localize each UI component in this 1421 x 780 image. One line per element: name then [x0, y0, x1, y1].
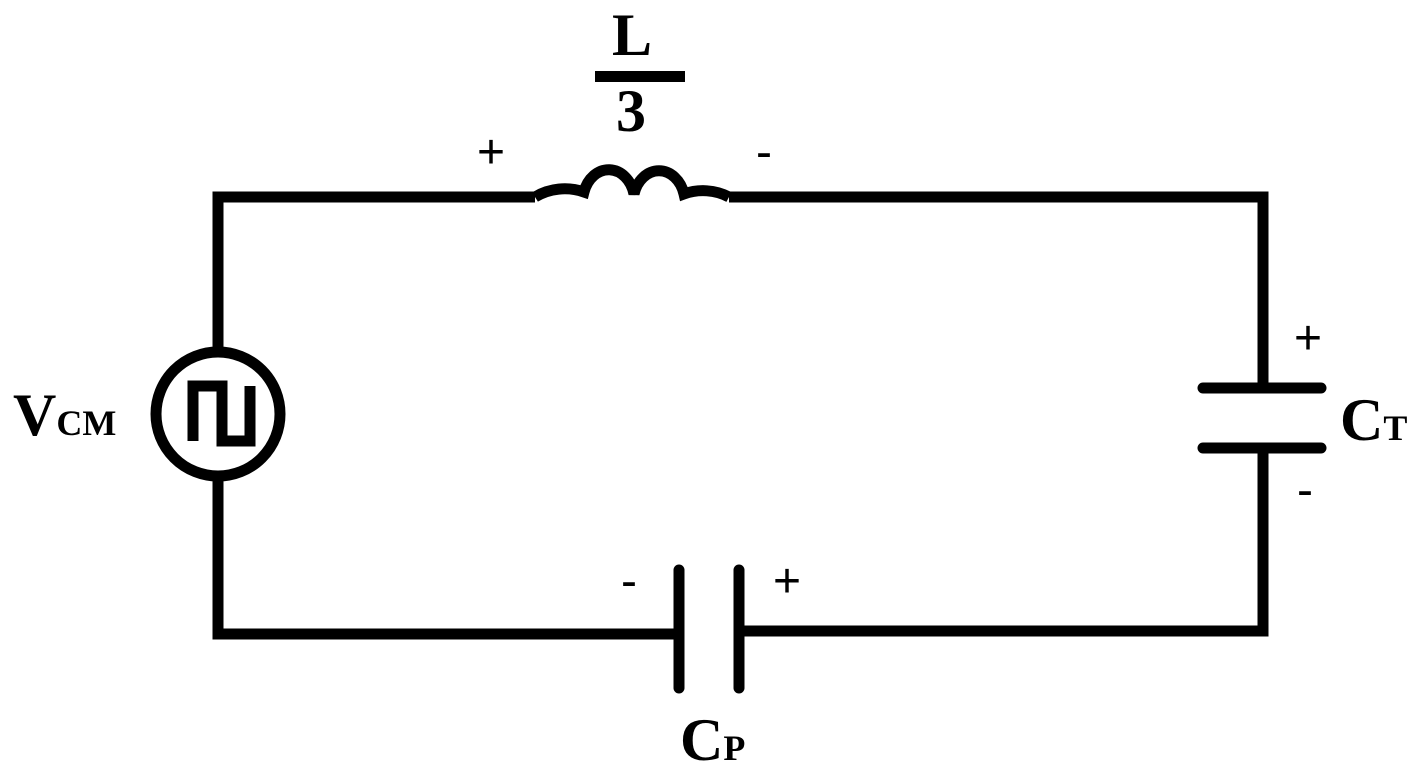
source-circle	[150, 346, 286, 482]
capacitor-ct: + - CT	[1197, 312, 1407, 517]
capacitor-cp: - + CP	[621, 555, 801, 773]
capacitor-cp-label: CP	[680, 707, 745, 773]
inductor-numerator: L	[612, 2, 652, 68]
inductor: L 3 + -	[477, 2, 772, 202]
capacitor-cp-plus-sign: +	[773, 555, 801, 608]
square-wave-icon	[187, 380, 256, 447]
wire-top-left	[212, 191, 535, 352]
wire-bottom-left	[212, 478, 679, 640]
capacitor-cp-minus-sign: -	[621, 555, 637, 608]
capacitor-cp-label-sub: P	[723, 728, 745, 768]
inductor-denominator: 3	[616, 78, 646, 144]
capacitor-ct-label-main: C	[1340, 387, 1383, 453]
capacitor-ct-label: CT	[1340, 387, 1407, 453]
capacitor-ct-minus-sign: -	[1297, 464, 1313, 517]
source-label-sub: CM	[56, 403, 116, 443]
wires	[212, 191, 1269, 640]
capacitor-cp-label-main: C	[680, 707, 723, 773]
inductor-minus-sign: -	[756, 126, 772, 179]
capacitor-ct-label-sub: T	[1383, 408, 1407, 448]
inductor-plus-sign: +	[477, 126, 505, 179]
wire-top-right	[729, 191, 1269, 388]
inductor-coil	[532, 164, 732, 202]
source-label-main: V	[13, 382, 56, 448]
capacitor-ct-plus-sign: +	[1294, 312, 1322, 365]
inductor-fraction-bar	[595, 71, 685, 82]
wire-right-bottom	[741, 448, 1269, 637]
voltage-source: VCM	[13, 346, 286, 482]
source-label: VCM	[13, 382, 116, 448]
